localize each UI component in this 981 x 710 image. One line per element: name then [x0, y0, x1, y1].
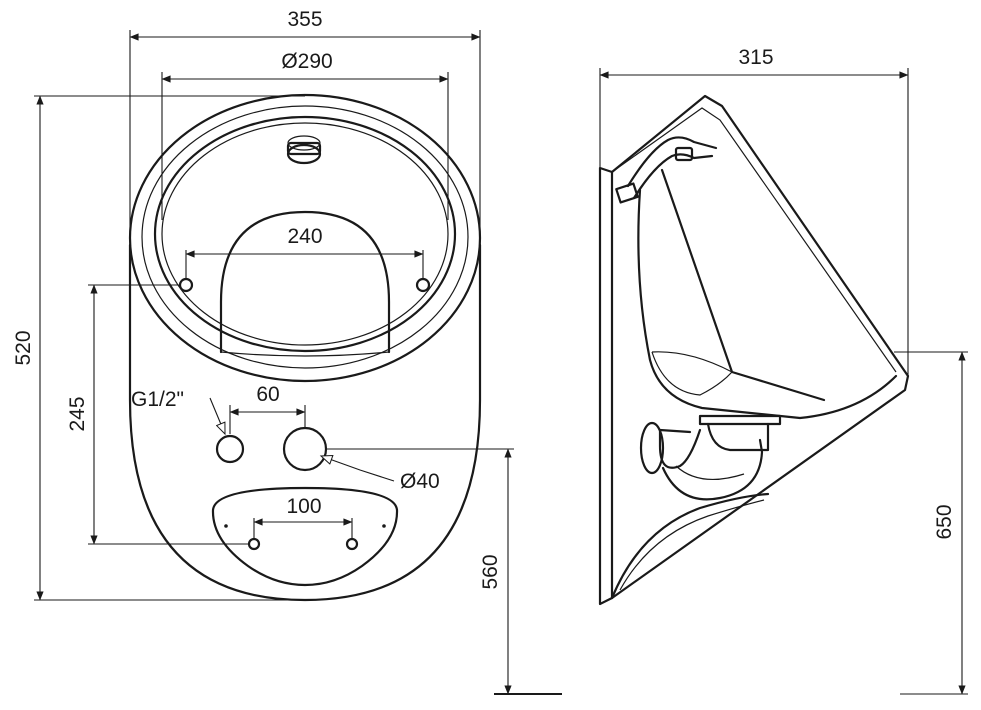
side-body-inner-edge: [611, 107, 897, 373]
side-body-outline: [610, 94, 910, 600]
side-view: [598, 94, 910, 606]
bowl-fixing-hole-left: [178, 277, 194, 293]
inlet-hole: [215, 434, 245, 464]
dimension-fixing-height: 245: [66, 284, 249, 545]
lower-mark-right: [382, 524, 386, 528]
bowl-rim-mid: [141, 105, 469, 369]
flush-pipe: [615, 136, 718, 204]
bowl-inner-lip: [161, 122, 449, 346]
dimension-lower-hole-spacing: 100: [253, 495, 353, 538]
inlet-thread-label: G1/2": [131, 388, 184, 411]
inlet-spacing-label: 60: [256, 383, 279, 406]
bowl-front-profile: [637, 188, 898, 420]
dimension-mounting-height-bottom: 560: [326, 448, 562, 695]
lower-fixing-hole-right: [345, 537, 359, 551]
waste-trap: [639, 414, 782, 501]
bowl-inner: [153, 115, 457, 353]
mounting-height-bottom-label: 560: [479, 554, 502, 589]
dimension-depth: 315: [599, 46, 909, 376]
bowl-fixing-hole-right: [415, 277, 431, 293]
bowl-inner-profile: [660, 168, 826, 402]
lower-hole-spacing-label: 100: [286, 495, 321, 518]
lower-fixing-hole-left: [247, 537, 261, 551]
inner-hole-spacing-label: 240: [287, 225, 322, 248]
wall-plate: [598, 166, 614, 606]
dimension-inlet-thread: G1/2": [131, 388, 225, 434]
overall-width-label: 355: [287, 8, 322, 31]
drain-dome: [219, 210, 391, 354]
dimension-bowl-diameter: Ø290: [161, 50, 449, 220]
dimension-outlet-diameter: Ø40: [321, 456, 440, 493]
bowl-shadow: [651, 351, 733, 396]
lower-skirt-inner: [619, 499, 765, 591]
lower-recess: [211, 486, 399, 587]
mounting-height-top-label: 650: [933, 504, 956, 539]
dimension-overall-width: 355: [129, 8, 481, 245]
lower-mark-left: [224, 524, 228, 528]
outlet-hole: [282, 426, 328, 472]
outlet-diameter-label: Ø40: [400, 470, 440, 493]
front-view: [128, 93, 482, 602]
bowl-diameter-label: Ø290: [281, 50, 332, 73]
fixing-height-label: 245: [66, 396, 89, 431]
dimension-inlet-spacing: 60: [229, 383, 306, 434]
depth-label: 315: [738, 46, 773, 69]
lower-skirt-outer: [610, 492, 770, 600]
spreader-nozzle: [286, 135, 322, 165]
dimension-height: 520: [12, 95, 305, 601]
bowl-floor: [220, 351, 390, 357]
dimension-inner-hole-spacing: 240: [185, 225, 424, 279]
height-label: 520: [12, 330, 35, 365]
dimension-mounting-height-top: 650: [894, 351, 968, 695]
